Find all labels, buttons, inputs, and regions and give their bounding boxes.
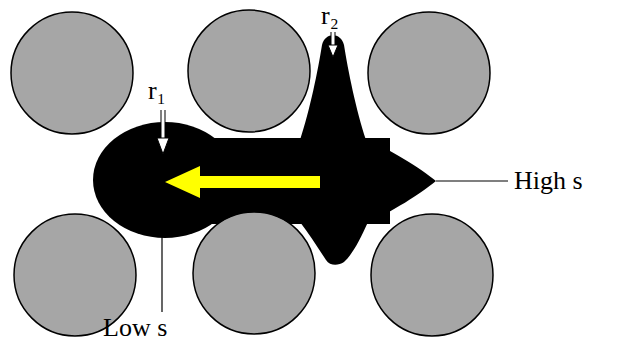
flow-arrow [165,166,320,198]
saturation-label: Low s [103,313,167,343]
saturation-label: High s [514,166,583,196]
grain-circles [11,10,493,336]
leader-lines [162,181,508,312]
radius-label: r₂ [321,1,339,31]
radius-label: r₁ [148,76,166,106]
radius-arrows [157,32,338,154]
